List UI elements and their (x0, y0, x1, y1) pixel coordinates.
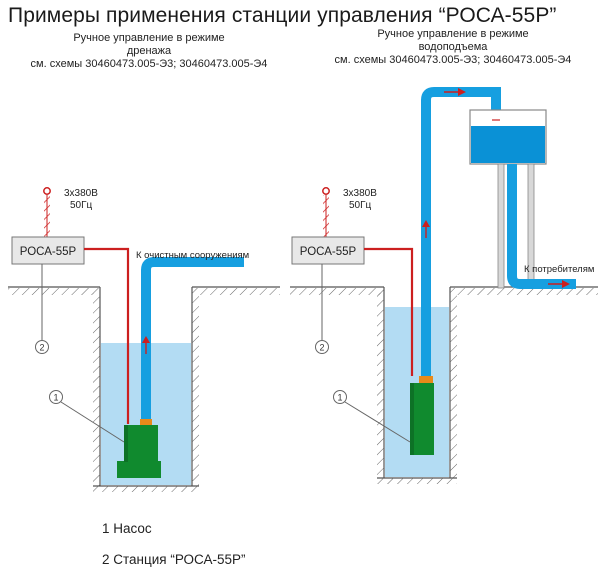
right-riser-pipe (421, 87, 501, 378)
left-mode-caption: Ручное управление в режиме дренажа см. с… (14, 32, 284, 71)
right-power-terminal (322, 187, 330, 195)
left-station-label: РОСА-55Р (20, 246, 77, 258)
right-station-box (291, 236, 365, 265)
right-marker-pump (333, 390, 347, 404)
left-marker-pump-label: 1 (53, 393, 58, 403)
left-destination: К очистным сооружениям (136, 250, 249, 261)
page-title: Примеры применения станции управления “Р… (8, 4, 557, 27)
left-marker-pump (49, 390, 63, 404)
right-marker-station (315, 340, 329, 354)
left-scheme: 3х380В 50Гц РОСА-55Р 2 К очистным сооруж… (8, 187, 280, 492)
legend-pump: 1 Насос (102, 521, 152, 536)
left-mode-line2: дренажа (126, 45, 172, 57)
right-destination: К потребителям (524, 264, 594, 275)
left-flow-arrow (142, 336, 150, 343)
right-mode-caption: Ручное управление в режиме водоподъема с… (318, 28, 588, 67)
right-station-label: РОСА-55Р (300, 246, 357, 258)
left-mode-line1: Ручное управление в режиме (73, 32, 225, 44)
legend-station: 2 Станция “РОСА-55Р” (102, 552, 246, 567)
right-tank-support-left (497, 163, 505, 289)
left-schemes: см. схемы 30460473.005-Э3; 30460473.005-… (30, 58, 268, 70)
right-mode-line2: водоподъема (418, 41, 488, 53)
left-power-terminal (43, 187, 51, 195)
right-flow-arrow-out (562, 280, 570, 288)
right-flow-arrow-riser (422, 220, 430, 227)
right-pump (410, 376, 434, 455)
left-marker-station (35, 340, 49, 354)
left-discharge-pipe (141, 257, 244, 422)
right-storage-tank (469, 109, 547, 165)
right-mode-line1: Ручное управление в режиме (377, 28, 529, 40)
right-flow-arrow-top (458, 88, 466, 96)
left-station-box (11, 236, 85, 265)
right-outflow-pipe (507, 164, 576, 289)
right-power-voltage: 3х380В (343, 188, 377, 199)
right-pump-cable (364, 247, 414, 376)
left-power-frequency: 50Гц (70, 200, 93, 211)
left-pump (117, 419, 161, 478)
left-marker-station-label: 2 (39, 343, 44, 353)
right-schemes: см. схемы 30460473.005-Э3; 30460473.005-… (334, 54, 572, 66)
right-marker-station-label: 2 (319, 343, 324, 353)
left-power-voltage: 3х380В (64, 188, 98, 199)
right-power-frequency: 50Гц (349, 200, 372, 211)
right-marker-pump-label: 1 (337, 393, 342, 403)
left-pump-cable (84, 247, 130, 424)
left-ground (8, 286, 280, 492)
right-scheme: 3х380В 50Гц РОСА-55Р 2 (290, 87, 598, 484)
